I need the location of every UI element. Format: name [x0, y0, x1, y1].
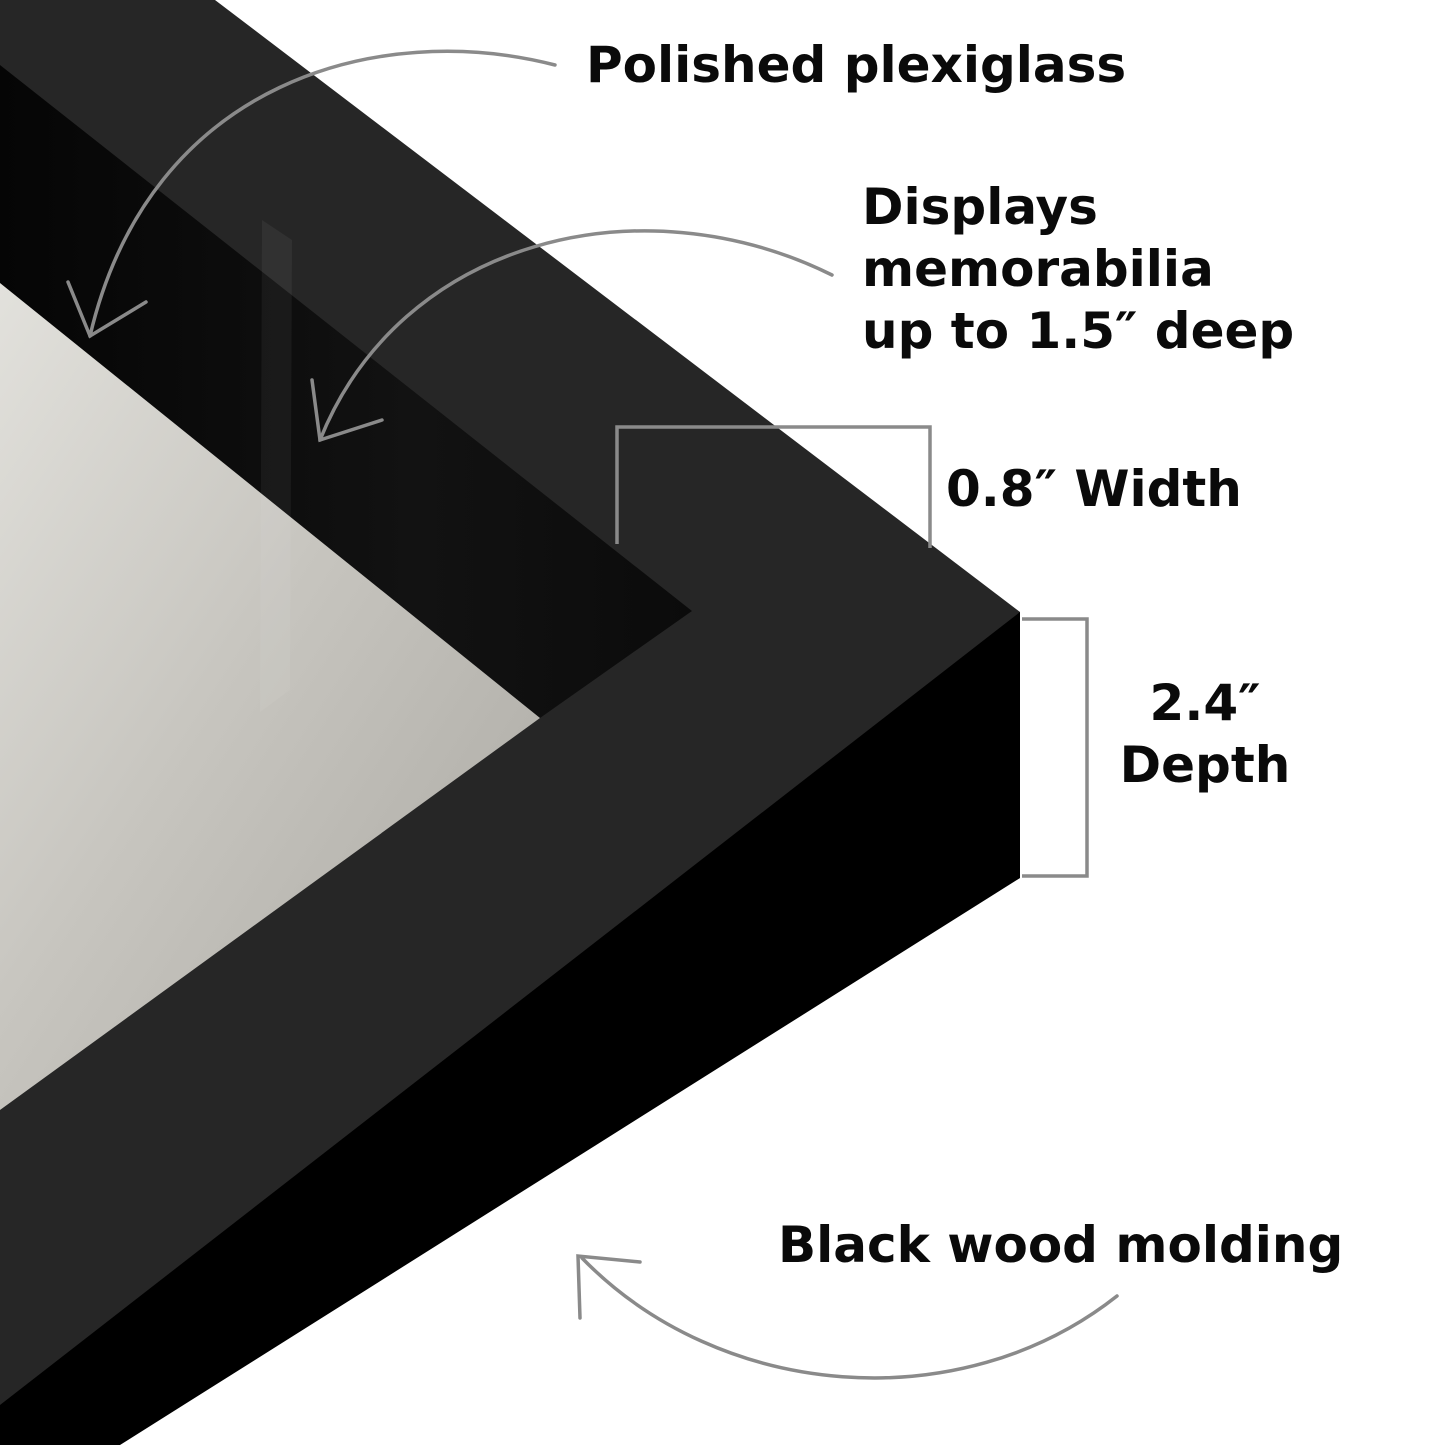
plexi-reflection [260, 220, 292, 712]
memorabilia-line-3: up to 1.5″ deep [862, 302, 1295, 360]
depth-label: 2.4″ Depth [1090, 672, 1320, 796]
depth-bracket [1022, 617, 1089, 878]
frame-side [0, 612, 1020, 1445]
backing-board [0, 283, 540, 1110]
depth-word: Depth [1119, 736, 1291, 794]
arrow-plexiglass [66, 49, 557, 339]
width-bracket [615, 425, 932, 548]
width-label: 0.8″ Width [946, 460, 1242, 518]
molding-label: Black wood molding [778, 1216, 1344, 1274]
plexiglass-label: Polished plexiglass [586, 36, 1127, 94]
arrow-molding [576, 1254, 1119, 1380]
arrow-memorabilia [310, 229, 834, 443]
memorabilia-line-2: memorabilia [862, 240, 1214, 298]
memorabilia-label: Displays memorabilia up to 1.5″ deep [862, 176, 1294, 362]
memorabilia-line-1: Displays [862, 178, 1098, 236]
depth-value: 2.4″ [1149, 674, 1261, 732]
